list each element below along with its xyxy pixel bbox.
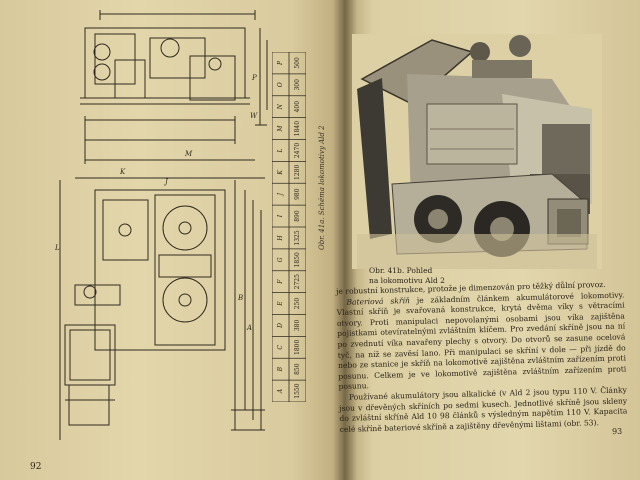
table-letter-cell: O	[277, 82, 284, 87]
table-value-cell: 400	[294, 101, 301, 113]
table-letter-cell: A	[277, 388, 284, 394]
page-number-left: 92	[30, 462, 42, 472]
table-value-cell: 980	[294, 188, 301, 200]
table-letter-cell: P	[277, 60, 284, 66]
paragraph-3: Používané akumulátory jsou alkalické (v …	[339, 385, 628, 434]
drawing-letter-m: M	[184, 150, 193, 158]
term-battery-box: Bateriová skříň	[346, 295, 410, 307]
table-value-cell: 1280	[294, 165, 301, 180]
table-letter-cell: L	[277, 148, 284, 153]
table-letter-cell: C	[277, 345, 284, 350]
locomotive-technical-drawing: P W M K J L B A	[55, 10, 268, 440]
table-value-cell: 2725	[294, 274, 301, 289]
locomotive-photograph	[352, 34, 602, 269]
table-value-cell: 2470	[294, 143, 301, 158]
page-number-right: 93	[611, 426, 623, 437]
table-value-cell: 380	[294, 320, 301, 332]
table-value-cell: 1550	[294, 383, 301, 398]
drawing-letter-a: A	[246, 324, 252, 332]
table-letter-cell: E	[277, 301, 284, 307]
table-letter-cell: H	[277, 235, 284, 242]
table-letter-cell: N	[277, 103, 284, 110]
dimension-table: A 1550 B 850 C 1800 D 380 E 250 F 2725 G 1850 H 1325 I 89…	[272, 52, 306, 402]
paragraph-2: Bateriová skříň je základním článkem aku…	[336, 290, 627, 393]
table-value-cell: 890	[294, 210, 301, 222]
table-value-cell: 1850	[294, 252, 301, 267]
drawing-letter-j: J	[163, 178, 169, 186]
table-letter-cell: F	[277, 279, 284, 285]
table-value-cell: 500	[294, 57, 301, 69]
table-letter-cell: K	[277, 170, 284, 176]
table-letter-cell: J	[277, 192, 284, 197]
table-value-cell: 850	[294, 363, 301, 375]
drawing-letter-k: K	[119, 168, 126, 176]
figure-41a-caption: Obr. 41a. Schéma lokomotivy Ald 2	[318, 125, 326, 250]
drawing-letter-l: L	[55, 244, 60, 252]
table-value-cell: 300	[294, 79, 301, 91]
table-letter-cell: M	[277, 125, 284, 133]
right-page-body-text: je robustní konstrukce, protože je dimen…	[336, 279, 628, 435]
table-value-cell: 1840	[294, 121, 301, 136]
table-letter-cell: B	[277, 366, 284, 372]
drawing-letter-b: B	[237, 294, 243, 302]
table-value-cell: 1325	[294, 230, 301, 245]
table-letter-cell: I	[277, 214, 284, 218]
table-value-cell: 1800	[294, 340, 301, 355]
figure-41b-caption: Obr. 41b. Pohled na lokomotivu Ald 2	[369, 266, 489, 286]
drawing-letter-w: W	[250, 112, 258, 120]
table-value-cell: 250	[294, 298, 301, 310]
table-letter-cell: D	[277, 323, 284, 329]
figure-41b-caption-line2: na lokomotivu Ald 2	[369, 276, 445, 285]
table-letter-cell: G	[277, 257, 284, 262]
drawing-letter-p: P	[251, 74, 257, 82]
figure-41b-caption-line1: Obr. 41b. Pohled	[369, 266, 433, 275]
left-page	[0, 0, 343, 480]
